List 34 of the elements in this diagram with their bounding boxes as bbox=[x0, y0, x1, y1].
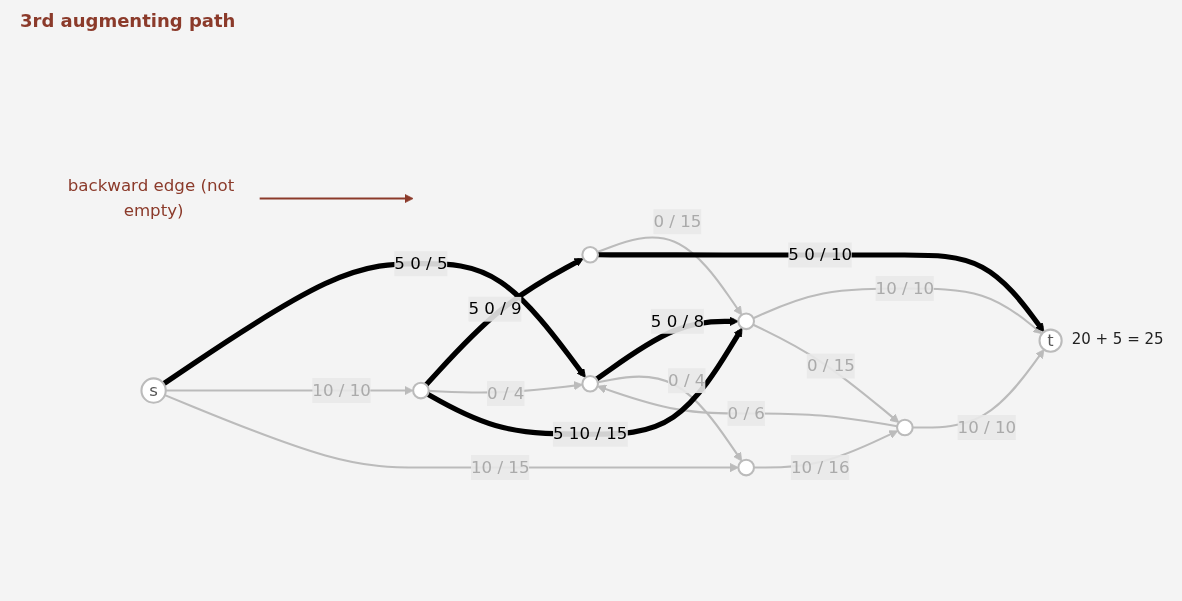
node-circle bbox=[896, 418, 914, 436]
leader-line bbox=[259, 193, 414, 203]
edge-label: 0 / 4 bbox=[487, 382, 525, 403]
flow-value-text: 20 + 5 = 25 bbox=[1071, 330, 1164, 349]
edge-label: 0 / 6 bbox=[727, 402, 765, 423]
edge-label: 5 0 / 9 bbox=[468, 298, 522, 319]
edge-label: 0 / 4 bbox=[668, 369, 706, 390]
arrow bbox=[162, 260, 586, 386]
node-circle bbox=[581, 245, 599, 264]
arrow bbox=[597, 236, 743, 315]
arrow bbox=[752, 323, 900, 423]
node-circle bbox=[737, 312, 756, 330]
arrow bbox=[597, 384, 898, 427]
node-text: backward edge (not empty) bbox=[67, 175, 235, 220]
edge-label: 10 / 10 bbox=[875, 277, 935, 298]
edge-label: 10 / 10 bbox=[957, 416, 1017, 437]
diagram-title: 3rd augmenting path bbox=[20, 10, 237, 31]
edge-label: 0 / 15 bbox=[653, 210, 702, 231]
edge-label: 5 10 / 15 bbox=[552, 423, 628, 444]
edge-label: 10 / 15 bbox=[470, 456, 530, 477]
arrow bbox=[164, 393, 739, 472]
edge-label: 10 / 10 bbox=[312, 379, 371, 400]
node-circle bbox=[412, 381, 430, 399]
arrow bbox=[597, 375, 743, 461]
edge-label: 5 0 / 10 bbox=[788, 244, 853, 264]
edge-label: 0 / 15 bbox=[806, 355, 855, 375]
node-circle: s bbox=[140, 376, 167, 404]
arrow bbox=[424, 257, 584, 387]
edge-label: 10 / 16 bbox=[790, 456, 850, 477]
edge-label: 5 0 / 8 bbox=[650, 310, 705, 331]
node-circle bbox=[737, 458, 756, 476]
node-circle: t bbox=[1038, 328, 1063, 353]
edge-label: 5 0 / 5 bbox=[394, 252, 448, 273]
node-circle bbox=[581, 374, 599, 393]
